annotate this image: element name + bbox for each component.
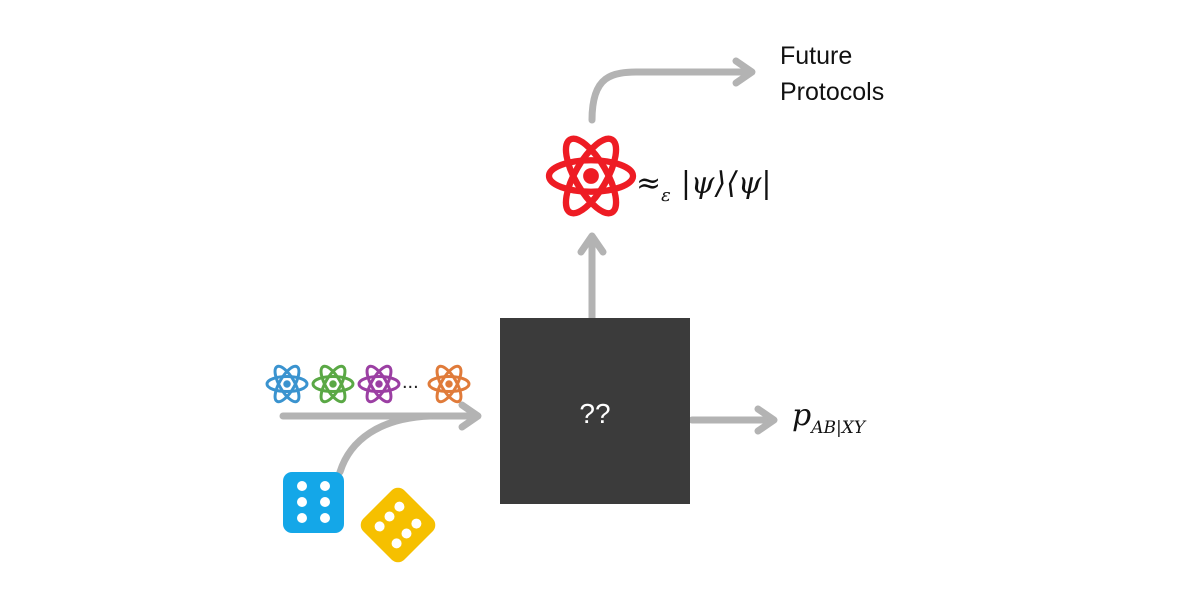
- ellipsis-text: ...: [402, 371, 419, 393]
- dice-icon: [283, 472, 344, 533]
- future-label-line1: Future: [780, 42, 853, 70]
- future-label-line2: Protocols: [780, 78, 885, 106]
- probability-subscript: AB|XY: [811, 418, 866, 438]
- probability-label: pAB|XY: [792, 398, 865, 438]
- atom-icon: [311, 361, 355, 407]
- atom-icon: [357, 361, 401, 407]
- approx-subscript: ε: [661, 185, 671, 206]
- state-text: |ψ⟩⟨ψ|: [680, 166, 772, 201]
- probability-base: p: [792, 398, 812, 433]
- atom-icon: [427, 361, 471, 407]
- atom-icon: [265, 361, 309, 407]
- arrow-box-to-atom: [577, 232, 607, 322]
- dice-icon: [360, 487, 436, 563]
- arrow-input-to-box: [279, 401, 482, 476]
- approx-symbol: ≈: [636, 166, 662, 201]
- arrow-to-future-protocols: [588, 57, 756, 124]
- box-label: ??: [579, 398, 611, 429]
- atom-icon: [549, 132, 633, 220]
- approx-state-label: ≈ε |ψ⟩⟨ψ|: [636, 166, 772, 206]
- arrow-box-to-probability: [688, 405, 778, 435]
- future-protocols-label: Future Protocols: [780, 38, 884, 110]
- black-box: [500, 318, 690, 504]
